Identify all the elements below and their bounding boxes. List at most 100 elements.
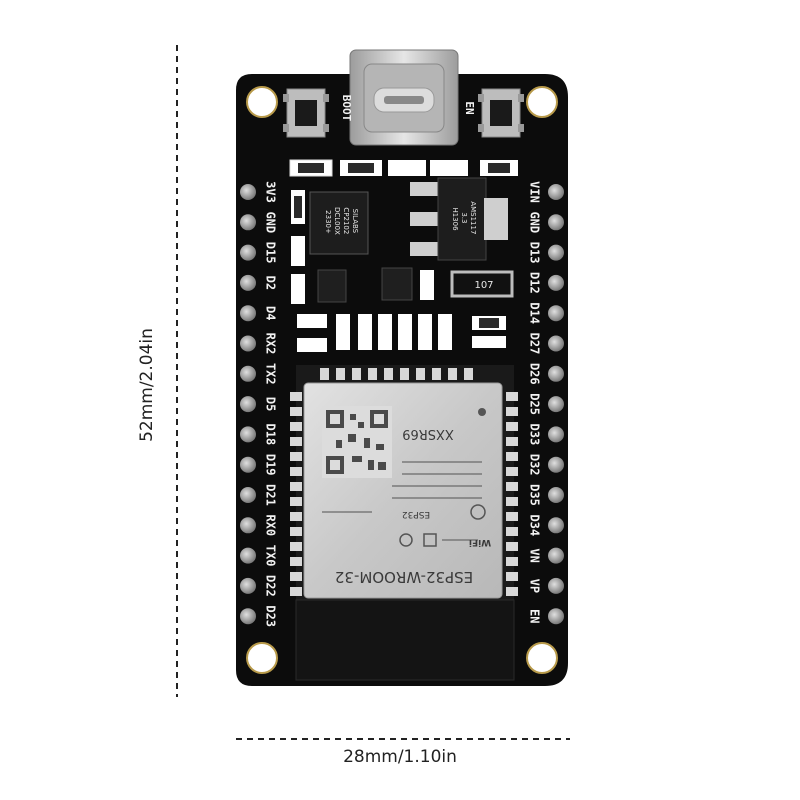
header-pin xyxy=(548,608,564,625)
module-pad xyxy=(448,368,457,380)
tantalum-capacitor: 107 xyxy=(450,270,514,298)
header-pin xyxy=(548,214,564,231)
module-pad xyxy=(290,527,302,536)
en-label: EN xyxy=(463,101,476,114)
module-pad xyxy=(320,368,329,380)
module-pad xyxy=(290,497,302,506)
header-pin xyxy=(240,365,256,382)
module-pad xyxy=(506,407,518,416)
capacitor-label: 107 xyxy=(474,280,493,291)
header-pin xyxy=(548,396,564,413)
header-pin xyxy=(240,487,256,503)
header-pin xyxy=(548,335,564,352)
svg-text:SILABS CP2102: SILABS CP2102 DCL00X 2330+ xyxy=(324,207,359,237)
pin-label: D12 xyxy=(528,272,542,294)
regulator-line: H1306 xyxy=(451,207,459,231)
width-label: 28mm/1.10in xyxy=(343,747,457,767)
pin1-marker xyxy=(478,408,486,416)
pin-label: D4 xyxy=(264,306,278,320)
smd-components-side xyxy=(291,190,434,304)
pin-label: GND xyxy=(528,211,542,233)
header-pin xyxy=(240,274,256,291)
mounting-holes xyxy=(246,86,558,674)
module-pad xyxy=(506,452,518,461)
header-pin xyxy=(548,365,564,382)
pin-label: D32 xyxy=(528,454,542,476)
module-pad xyxy=(400,368,409,380)
module-pad xyxy=(506,392,518,401)
width-dimension: 28mm/1.10in xyxy=(236,738,570,767)
module-pad xyxy=(368,368,377,380)
mounting-hole xyxy=(246,642,278,674)
chip-line: SILABS xyxy=(351,209,359,234)
module-pad xyxy=(290,392,302,401)
header-pin xyxy=(240,517,256,534)
pin-label: D23 xyxy=(264,605,278,627)
smd-components-top xyxy=(289,159,518,177)
mounting-hole xyxy=(526,86,558,118)
module-pad xyxy=(432,368,441,380)
antenna-area xyxy=(295,599,515,681)
module-fine-print xyxy=(322,461,482,541)
module-id-code: XXSR69 xyxy=(402,426,454,441)
module-pad xyxy=(290,452,302,461)
svg-text:AMS1117 3.3 H1: AMS1117 3.3 H1306 xyxy=(451,201,477,236)
module-pad xyxy=(506,482,518,491)
module-brand: ESP32 xyxy=(402,509,430,519)
pin-label: D2 xyxy=(264,276,278,290)
pin-label: D34 xyxy=(528,514,542,536)
header-pins xyxy=(240,184,564,625)
header-pin xyxy=(548,517,564,534)
module-pad xyxy=(290,407,302,416)
header-pin xyxy=(240,335,256,352)
header-pin xyxy=(548,244,564,261)
qr-code xyxy=(322,406,392,478)
cp2102-chip: SILABS CP2102 DCL00X 2330+ xyxy=(309,191,369,255)
module-pad xyxy=(506,497,518,506)
esp32-board: BOOT EN SILABS CP2102 xyxy=(236,49,568,686)
pin-label: VIN xyxy=(528,181,542,203)
header-pin xyxy=(240,426,256,443)
en-button[interactable] xyxy=(478,88,524,138)
module-name: ESP32-WROOM-32 xyxy=(335,568,473,586)
height-label: 52mm/2.04in xyxy=(137,328,157,442)
header-pin xyxy=(240,547,256,564)
pin-label: D14 xyxy=(528,302,542,324)
module-pad xyxy=(506,527,518,536)
header-pin xyxy=(240,577,256,594)
pin-label: VP xyxy=(528,579,542,593)
module-pad xyxy=(506,542,518,551)
left-pin-labels: 3V3GNDD15D2D4RX2TX2D5D18D19D21RX0TX0D22D… xyxy=(264,181,278,627)
right-pin-labels: VINGNDD13D12D14D27D26D25D33D32D35D34VNVP… xyxy=(528,181,542,623)
smd-components-middle xyxy=(297,314,506,352)
usb-c-port[interactable] xyxy=(349,49,459,146)
header-pin xyxy=(240,396,256,413)
header-pin xyxy=(548,274,564,291)
pin-label: D21 xyxy=(264,484,278,506)
pin-label: TX2 xyxy=(264,363,278,385)
module-pad xyxy=(290,587,302,596)
module-pad xyxy=(290,482,302,491)
module-pad xyxy=(290,437,302,446)
boot-button[interactable] xyxy=(283,88,329,138)
module-pad-layer xyxy=(290,368,518,596)
pin-label: TX0 xyxy=(264,545,278,567)
certification-icons xyxy=(399,504,486,547)
pin-label: RX2 xyxy=(264,333,278,355)
pin-label: D33 xyxy=(528,424,542,446)
header-pin xyxy=(240,184,256,200)
esp32-wroom-module: XXSR69 ESP32 WiFi ESP32-WROOM-32 xyxy=(303,382,503,599)
module-pad xyxy=(290,557,302,566)
regulator-line: AMS1117 xyxy=(469,201,477,234)
module-pad xyxy=(290,542,302,551)
pin-label: D13 xyxy=(528,242,542,264)
module-pad xyxy=(290,467,302,476)
pin-label: D35 xyxy=(528,484,542,506)
header-pin xyxy=(240,305,256,322)
module-pad xyxy=(506,437,518,446)
module-pad xyxy=(506,572,518,581)
header-pin xyxy=(548,547,564,564)
module-pad xyxy=(336,368,345,380)
pin-label: D5 xyxy=(264,397,278,411)
